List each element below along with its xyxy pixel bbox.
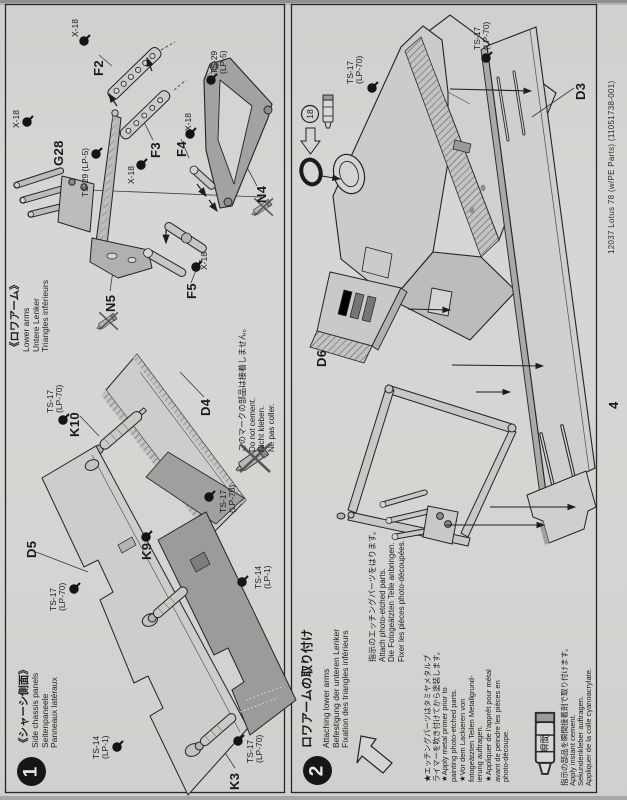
- paint-label-x18: X-18: [70, 19, 80, 37]
- product-code: 12037 Lotus 78 (w/PE Parts) (11051738-00…: [607, 80, 616, 254]
- part-label-g28: G28: [51, 140, 66, 166]
- paint-label-x18: X-18: [199, 252, 209, 270]
- paint-label-ts14: TS-14(LP-1): [91, 735, 110, 759]
- instant-cement-note: 指示の部品を瞬間接着剤で取り付けます。 Apply instant cement…: [560, 644, 593, 786]
- part-k9-drawing: [147, 586, 188, 623]
- step1-diagram: [35, 445, 297, 796]
- paint-label-x18: X-18: [126, 166, 136, 184]
- step2-title-jp: ロワアームの取り付け: [300, 629, 314, 748]
- part-label-d3: D3: [573, 82, 588, 100]
- assembly-arrows: [321, 87, 577, 529]
- part-n4-drawing: [203, 57, 273, 209]
- paint-label-ts17: TS-17(LP-70): [472, 21, 491, 50]
- part-label-k10: K10: [67, 411, 82, 437]
- note-arrow-icon: [356, 735, 393, 774]
- part-d6-drawing: [309, 271, 408, 364]
- svg-text:瞬間: 瞬間: [539, 734, 550, 753]
- part-label-f5: F5: [184, 283, 199, 299]
- callout-18-group: 18: [299, 94, 334, 187]
- part-n5-drawing: [89, 109, 153, 279]
- step1-number-badge: 1: [17, 757, 46, 786]
- do-not-cement-note: このマークの部品は接着しません。 Do not cement. Nicht kl…: [238, 324, 276, 452]
- lower-arms-title-fr: Triangles inférieurs: [40, 280, 50, 352]
- photo-etch-note: 指示のエッチングパーツをはります。 Attach photo-etched pa…: [368, 526, 406, 662]
- page-number: 4: [606, 401, 621, 409]
- parts-f4-f5-drawing: [143, 165, 216, 277]
- o-ring-part: [299, 157, 323, 187]
- scan-edge-bottom: [0, 796, 627, 800]
- paint-dots: [22, 34, 493, 752]
- step1-title-jp: 《シャーシ側面》: [18, 664, 30, 748]
- scan-edge-top: [0, 0, 627, 3]
- paint-label-x18: X-18: [183, 113, 193, 131]
- paint-label-ts17: TS-17(LP-70): [45, 384, 64, 413]
- paint-label-ts14: TS-14(LP-1): [253, 565, 272, 589]
- cement-tube-icon: [322, 94, 334, 129]
- hollow-arrow-icon: [300, 127, 321, 155]
- part-g28-drawing: [13, 167, 95, 233]
- paint-label-ts17: TS-17(LP-70): [245, 734, 264, 763]
- paint-label-ts17: TS-17(LP-70): [48, 582, 67, 611]
- part-k3-drawing: [194, 713, 237, 751]
- part-label-d6: D6: [314, 349, 329, 367]
- part-label-n4: N4: [254, 185, 269, 203]
- part-label-n5: N5: [103, 294, 118, 312]
- part-label-f3: F3: [148, 142, 163, 158]
- step1-header: 《シャーシ側面》 Side chassis panels Seitenpanee…: [17, 664, 60, 748]
- lower-arm-assembly-drawing: [336, 384, 517, 547]
- part-label-k9: K9: [139, 542, 154, 560]
- paint-label-ts29: TS-29 (LP-5): [80, 147, 90, 197]
- step2-diagram: 18 瞬間: [299, 14, 597, 775]
- part-label-k3: K3: [227, 772, 242, 790]
- step2-title-fr: Fixation des triangles inférieurs: [340, 630, 350, 748]
- paint-label-ts17: TS-17(LP-70): [218, 484, 237, 513]
- paint-label-ts17: TS-17(LP-70): [345, 55, 364, 84]
- part-side-panel-dark-drawing: [157, 511, 297, 736]
- callout-18-number: 18: [305, 109, 315, 119]
- step1-title-fr: Panneaux latéraux: [49, 677, 59, 748]
- part-label-f4: F4: [174, 141, 189, 157]
- part-label-f2: F2: [91, 60, 106, 76]
- do-not-cement-icon: [94, 311, 119, 333]
- part-label-d4: D4: [198, 398, 213, 416]
- lower-arms-title-jp: 《ロワアーム》: [9, 279, 21, 352]
- part-d3-drawing: [325, 26, 597, 545]
- paint-label-x18: X-18: [11, 110, 21, 128]
- section-borders: [4, 3, 598, 794]
- monocoque-drawing: [332, 14, 557, 341]
- step2-header-translations: Attaching lower arms Befestigung der unt…: [321, 629, 351, 748]
- instant-cement-icon: 瞬間: [534, 711, 556, 775]
- lower-arms-diagram: [13, 41, 274, 537]
- step2-number-badge: 2: [303, 756, 332, 785]
- primer-note: ★エッチングパーツはタミヤメタルプ ライマーを吹き付けてから塗装します。 ★Ap…: [423, 647, 511, 782]
- paint-label-ts29: TS-29(LP-5): [209, 50, 228, 74]
- part-label-d5: D5: [24, 540, 39, 558]
- lower-arms-header: 《ロワアーム》 Lower arms Untere Lenker Triangl…: [8, 279, 51, 352]
